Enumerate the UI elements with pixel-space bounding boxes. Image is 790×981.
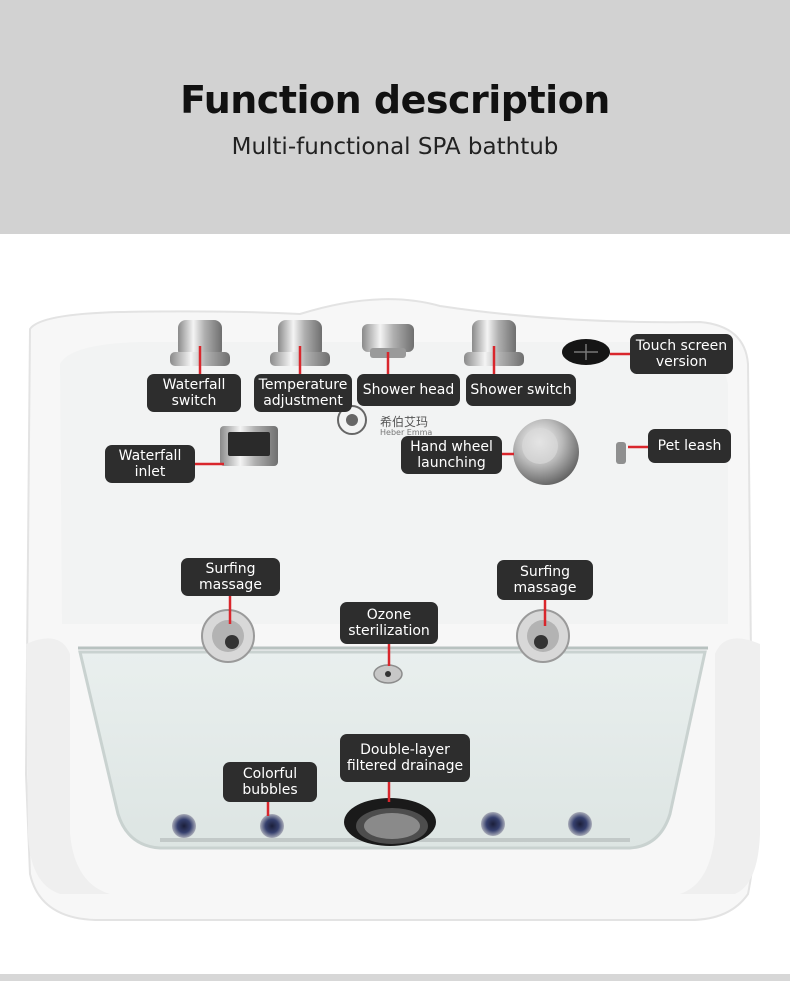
right-wall — [680, 638, 760, 894]
temperature-valve — [270, 320, 330, 366]
header-banner: Function description Multi-functional SP… — [0, 0, 790, 234]
bubble-jet-3 — [481, 812, 505, 836]
label-temperature-adjustment: Temperature adjustment — [254, 374, 352, 412]
label-pet-leash: Pet leash — [648, 429, 731, 463]
label-shower-head: Shower head — [357, 374, 460, 406]
left-wall — [26, 638, 110, 894]
surfing-jet-left — [201, 609, 255, 663]
bubble-jet-1 — [172, 814, 196, 838]
shower-switch-valve — [464, 320, 524, 366]
shower-head-unit — [362, 324, 414, 358]
bubble-jet-4 — [568, 812, 592, 836]
label-shower-switch: Shower switch — [466, 374, 576, 406]
brand-name-chinese: 希伯艾玛 — [380, 415, 429, 429]
drainage-filter — [344, 798, 436, 846]
label-waterfall-inlet: Waterfall inlet — [105, 445, 195, 483]
bubble-jet-2 — [260, 814, 284, 838]
label-double-layer-drainage: Double-layer filtered drainage — [340, 734, 470, 782]
page-subtitle: Multi-functional SPA bathtub — [231, 134, 559, 160]
page-title: Function description — [180, 78, 610, 122]
label-surfing-massage-right: Surfing massage — [497, 560, 593, 600]
brand-logo-icon — [337, 405, 367, 435]
label-ozone-sterilization: Ozone sterilization — [340, 602, 438, 644]
bathtub-photo: 希伯艾玛 Heber Emma Waterfall switch Tempera… — [0, 234, 790, 974]
footer-divider — [0, 974, 790, 981]
label-touch-screen: Touch screen version — [630, 334, 733, 374]
label-colorful-bubbles: Colorful bubbles — [223, 762, 317, 802]
label-surfing-massage-left: Surfing massage — [181, 558, 280, 596]
brand-name-latin: Heber Emma — [380, 428, 433, 437]
surfing-jet-right — [516, 609, 570, 663]
pet-leash-hook — [616, 442, 626, 464]
label-hand-wheel: Hand wheel launching — [401, 436, 502, 474]
tub-basin — [60, 342, 728, 624]
label-waterfall-switch: Waterfall switch — [147, 374, 241, 412]
leader-lines — [194, 346, 648, 816]
